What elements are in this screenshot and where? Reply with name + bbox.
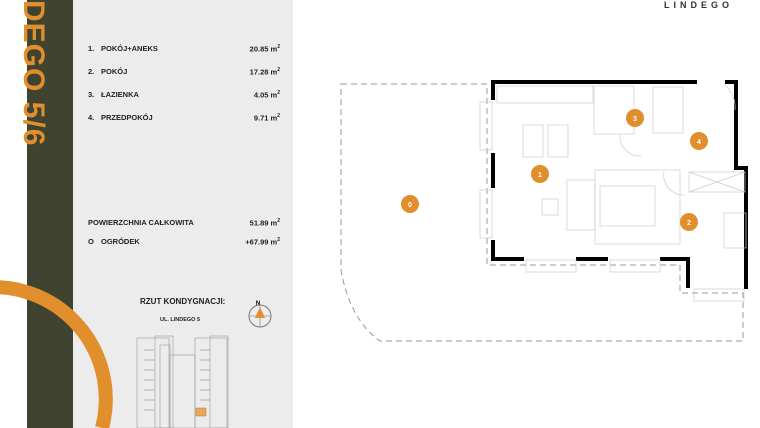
svg-text:N: N [256, 301, 260, 307]
info-panel [73, 0, 293, 428]
room-marker-0: 0 [401, 195, 419, 213]
walls [491, 80, 748, 289]
garden-outline [340, 83, 744, 342]
svg-text:3: 3 [633, 116, 637, 123]
street-label: UL. LINDEGO 5 [160, 317, 201, 323]
apartment-highlight [195, 407, 207, 417]
decorative-arc [0, 280, 113, 428]
svg-text:2: 2 [687, 220, 691, 227]
room-marker-4: 4 [690, 132, 708, 150]
svg-text:0: 0 [408, 202, 412, 209]
svg-text:1: 1 [538, 172, 542, 179]
room-marker-3: 3 [626, 109, 644, 127]
side-strip [27, 0, 73, 428]
interior-lines [479, 84, 747, 302]
brand-logo: LINDEGO [664, 0, 734, 10]
room-marker-1: 1 [531, 165, 549, 183]
svg-text:4: 4 [697, 139, 701, 146]
floor-plan-heading: RZUT KONDYGNACJI: [140, 297, 226, 306]
room-marker-2: 2 [680, 213, 698, 231]
